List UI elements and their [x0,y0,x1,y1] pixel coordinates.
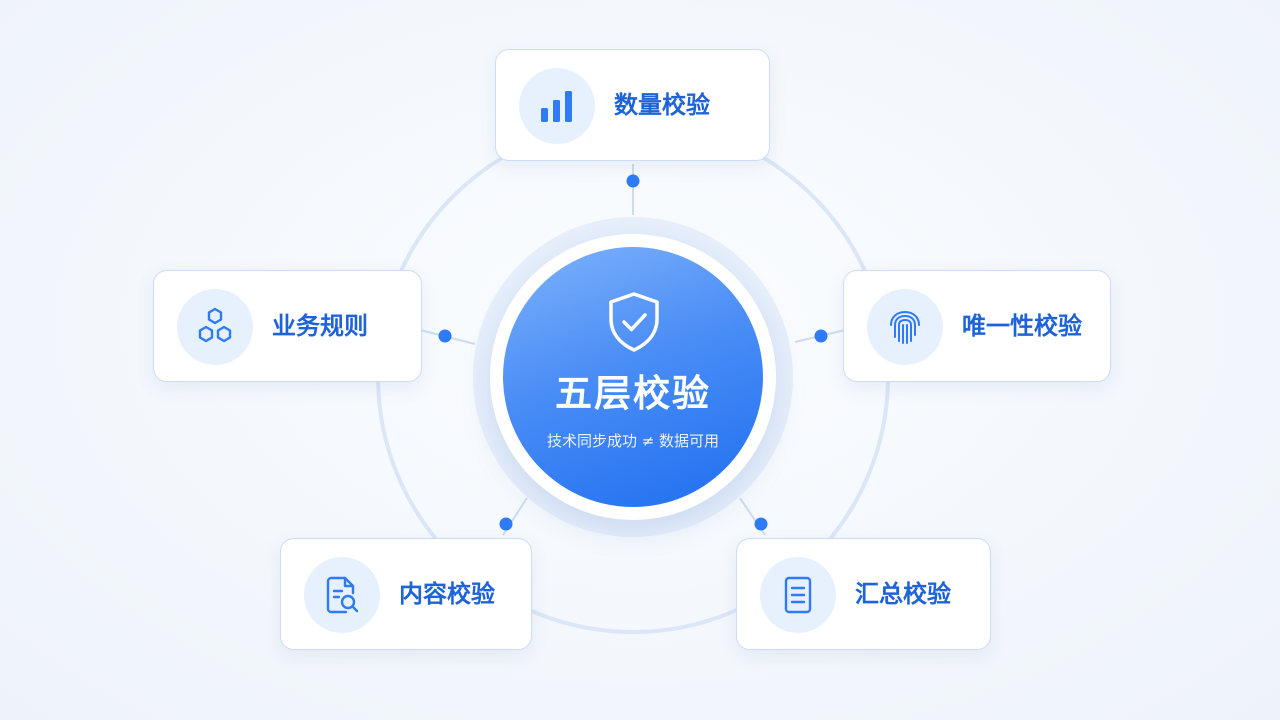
node-icon-badge [519,68,595,144]
node-label: 唯一性校验 [962,312,1082,340]
connector-dot-bottom-left [499,517,513,531]
node-icon-badge [867,289,943,365]
document-search-icon [326,576,359,614]
shield-check-icon [609,292,659,352]
node-icon-badge [760,557,836,633]
connector-dot-right [814,329,828,343]
center-subtitle: 技术同步成功 ≠ 数据可用 [546,432,720,450]
node-content-check[interactable]: 内容校验 [280,538,532,650]
document-list-icon [784,576,812,614]
connector-dot-left [438,329,452,343]
connector-dot-bottom-right [754,517,768,531]
center-hub: 五层校验 技术同步成功 ≠ 数据可用 [503,247,763,507]
node-uniqueness-check[interactable]: 唯一性校验 [843,270,1111,382]
hexagons-icon [198,307,232,343]
node-business-rules[interactable]: 业务规则 [153,270,422,382]
center-title: 五层校验 [555,372,711,415]
node-label: 汇总校验 [855,580,951,608]
node-icon-badge [304,557,380,633]
node-label: 业务规则 [272,312,368,340]
node-label: 内容校验 [399,580,495,608]
node-icon-badge [177,289,253,365]
node-label: 数量校验 [614,91,710,119]
node-quantity-check[interactable]: 数量校验 [495,49,770,161]
bar-chart-icon [541,91,572,122]
node-summary-check[interactable]: 汇总校验 [736,538,991,650]
connector-dot-top [626,174,640,188]
fingerprint-icon [890,310,920,344]
